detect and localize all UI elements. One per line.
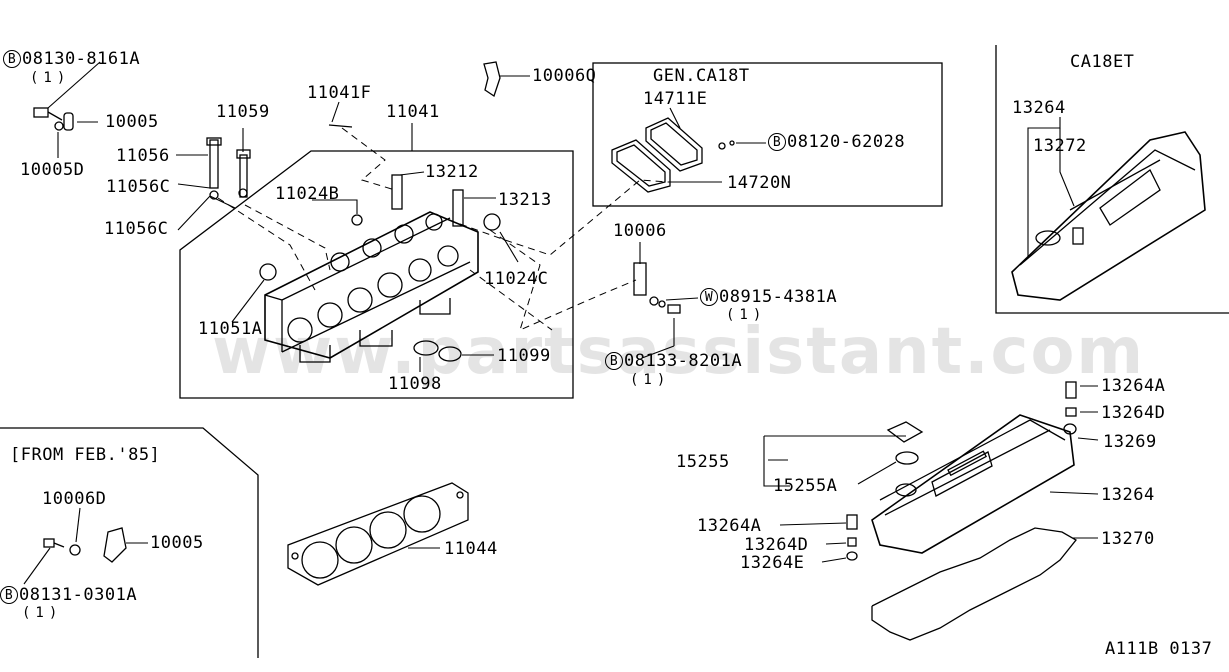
label-10006q: 10006Q — [532, 66, 597, 86]
label-11051a: 11051A — [198, 319, 263, 339]
circle-b-icon: B — [768, 133, 786, 151]
cylinder-head-frame — [179, 150, 574, 399]
circle-b-icon: B — [3, 50, 21, 68]
from-feb85-frame — [0, 427, 259, 658]
ca18et-frame — [995, 45, 1229, 314]
leader-lines — [23, 61, 1099, 585]
label-08133-qty: (1) — [630, 372, 671, 388]
label-13270: 13270 — [1101, 529, 1155, 549]
label-14711e: 14711E — [643, 89, 708, 109]
label-10005-top: 10005 — [105, 112, 159, 132]
label-11044: 11044 — [444, 539, 498, 559]
bolt-drawings — [33, 107, 464, 227]
rocker-gasket-drawing — [871, 527, 1077, 641]
exhaust-gasket-drawing — [611, 117, 735, 193]
ca18et-title: CA18ET — [1070, 52, 1135, 72]
diagram-code: A111B 0137 — [1105, 639, 1213, 659]
feb85-parts-drawing — [43, 527, 127, 563]
label-10006: 10006 — [613, 221, 667, 241]
label-15255: 15255 — [676, 452, 730, 472]
label-14720n: 14720N — [727, 173, 792, 193]
label-11099: 11099 — [497, 346, 551, 366]
label-10006d: 10006D — [42, 489, 107, 509]
head-gasket-drawing — [287, 482, 469, 586]
dashed-lines — [217, 127, 669, 331]
label-11041f: 11041F — [307, 83, 372, 103]
label-15255a: 15255A — [773, 476, 838, 496]
label-13264a-left: 13264A — [697, 516, 762, 536]
label-13212: 13212 — [425, 162, 479, 182]
label-11056: 11056 — [116, 146, 170, 166]
cylinder-head-drawing — [259, 211, 501, 363]
label-13264e: 13264E — [740, 553, 805, 573]
label-11056c-2: 11056C — [104, 219, 169, 239]
bracket-10006q-drawing — [483, 61, 501, 98]
label-11041: 11041 — [386, 102, 440, 122]
label-11024c: 11024C — [484, 269, 549, 289]
label-11098: 11098 — [388, 374, 442, 394]
label-13264a-right: 13264A — [1101, 376, 1166, 396]
label-13264d-left: 13264D — [744, 535, 809, 555]
label-08130-qty: (1) — [30, 70, 71, 86]
circle-b-icon: B — [605, 352, 623, 370]
label-13213: 13213 — [498, 190, 552, 210]
circle-w-icon: W — [700, 288, 718, 306]
label-13264-ca18et: 13264 — [1012, 98, 1066, 118]
seal-11099-drawing — [438, 346, 462, 362]
label-11024b: 11024B — [275, 184, 340, 204]
label-13264d-right: 13264D — [1101, 403, 1166, 423]
label-08915-qty: (1) — [726, 307, 767, 323]
from-feb85-title: [FROM FEB.'85] — [10, 445, 161, 465]
ca18et-cover-drawing — [1011, 131, 1206, 301]
label-13264-main: 13264 — [1101, 485, 1155, 505]
rocker-cover-drawing — [846, 381, 1077, 561]
gen-ca18t-frame — [592, 62, 943, 207]
label-10005-lower: 10005 — [150, 533, 204, 553]
label-11059: 11059 — [216, 102, 270, 122]
label-10005d: 10005D — [20, 160, 85, 180]
seal-11098-drawing — [413, 340, 439, 356]
label-13269: 13269 — [1103, 432, 1157, 452]
watermark: www.partsassistant.com — [212, 315, 1146, 389]
label-13272: 13272 — [1033, 136, 1087, 156]
gen-ca18t-title: GEN.CA18T — [653, 66, 750, 86]
bracket-10006-drawing — [633, 262, 681, 314]
circle-b-icon: B — [0, 586, 18, 604]
label-08131-qty: (1) — [22, 605, 63, 621]
label-11056c-1: 11056C — [106, 177, 171, 197]
